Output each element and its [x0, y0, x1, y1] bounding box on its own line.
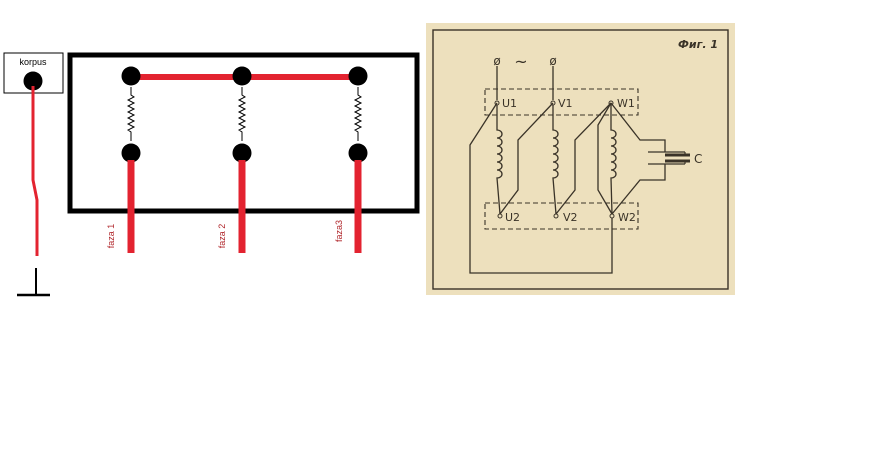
terminal-1-bottom: [121, 143, 141, 163]
terminal-3-top: [348, 66, 368, 86]
winding-2: faza 2: [217, 66, 252, 253]
mains-terminal-right: ø: [549, 54, 556, 68]
coil-u: [496, 105, 503, 215]
terminal-w1-label: W1: [617, 97, 635, 110]
bottom-terminals: U2 V2 W2: [497, 211, 636, 224]
terminal-w2: [609, 213, 615, 219]
ground-wire: [31, 86, 39, 256]
winding-1: faza 1: [106, 66, 141, 253]
ground-icon: [17, 268, 50, 297]
motor-frame-diagram: faza 1 faza 2 faza3: [67, 52, 420, 253]
terminal-2-top: [232, 66, 252, 86]
winding-3: faza3: [334, 66, 368, 253]
terminal-3-bottom: [348, 143, 368, 163]
mains-terminal-left: ø: [493, 54, 500, 68]
coil-3: [353, 87, 363, 141]
coil-2: [237, 87, 247, 141]
korpus-assembly: korpus: [3, 52, 64, 297]
terminal-v1-label: V1: [558, 97, 573, 110]
interconnect-wiring: [469, 102, 666, 274]
phase-3-label: faza3: [334, 220, 344, 242]
terminal-u1-label: U1: [502, 97, 517, 110]
korpus-terminal: [23, 71, 43, 91]
phase-1-label: faza 1: [106, 224, 116, 249]
mains-input: ~ ø ø: [493, 52, 557, 100]
coil-v: [552, 105, 559, 215]
terminal-2-bottom: [232, 143, 252, 163]
phase-2-label: faza 2: [217, 224, 227, 249]
terminal-v2: [553, 213, 559, 219]
terminal-1-top: [121, 66, 141, 86]
capacitor: C: [648, 151, 702, 166]
scanned-schematic: Фиг. 1 ~ ø ø U1 V1 W1 U2 V2 W2: [426, 23, 735, 295]
capacitor-label: C: [694, 152, 702, 166]
figure-label: Фиг. 1: [678, 38, 718, 51]
terminal-v2-label: V2: [563, 211, 578, 224]
ac-symbol: ~: [514, 52, 527, 71]
top-terminal-block: [484, 88, 639, 116]
scan-border: [432, 29, 729, 290]
terminal-u2-label: U2: [505, 211, 520, 224]
bottom-terminal-block: [484, 202, 639, 230]
coil-w: [610, 105, 617, 215]
scan-paper: [426, 23, 735, 295]
terminal-w2-label: W2: [618, 211, 636, 224]
korpus-label: korpus: [19, 57, 47, 67]
terminal-u2: [497, 213, 503, 219]
stator-windings: [496, 105, 617, 215]
coil-1: [126, 87, 136, 141]
